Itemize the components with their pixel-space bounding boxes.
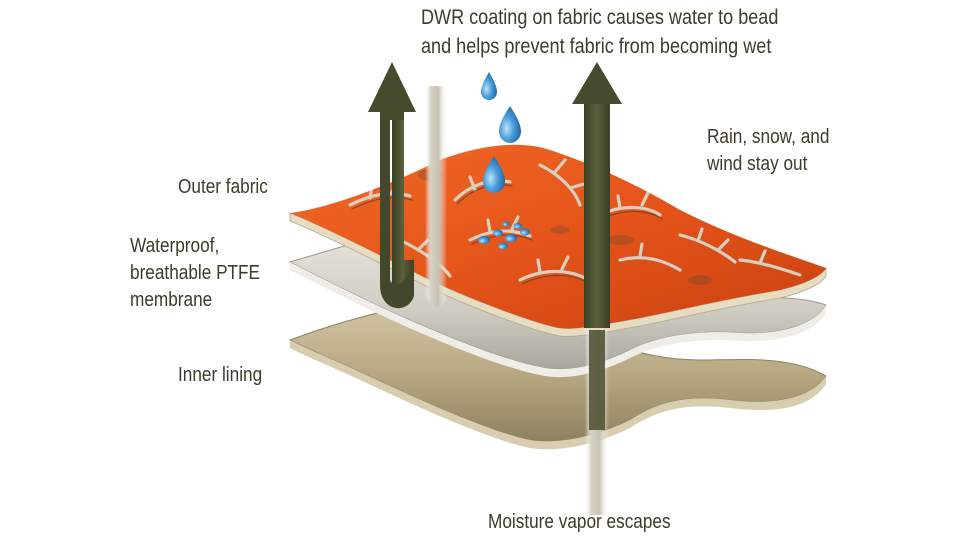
dwr-coating-label: DWR coating on fabric causes water to be… <box>421 3 778 61</box>
vapor-arrow-icon <box>392 112 414 303</box>
water-drop-icon <box>481 72 497 100</box>
water-drop-icon <box>499 106 521 143</box>
antler-camo-pattern <box>348 158 802 285</box>
membrane-edge <box>290 262 826 378</box>
vapor-arrow-right-shaft <box>584 100 610 328</box>
moisture-vapor-label: Moisture vapor escapes <box>488 511 671 533</box>
outer-fabric-label: Outer fabric <box>178 176 268 198</box>
vapor-arrow-left-body <box>380 110 414 309</box>
outer-fabric-layer <box>290 144 826 329</box>
dwr-label-line-1: DWR coating on fabric causes water to be… <box>421 6 779 29</box>
vapor-arrow-left-head <box>368 62 416 120</box>
inner-lining-edge <box>290 340 826 450</box>
rain-snow-wind-label: Rain, snow, and wind stay out <box>707 124 829 178</box>
membrane-label-line-1: Waterproof, <box>130 235 220 257</box>
vapor-arrow-right-lower <box>589 330 605 430</box>
vapor-arrow-icon <box>572 62 622 104</box>
membrane-label-line-3: membrane <box>130 289 213 311</box>
membrane-label: Waterproof, breathable PTFE membrane <box>130 233 260 314</box>
water-drop-icon <box>483 156 505 193</box>
inner-lining-label: Inner lining <box>178 364 263 386</box>
rain-label-line-2: wind stay out <box>707 153 808 175</box>
vapor-column-left <box>425 86 447 307</box>
membrane-label-line-2: breathable PTFE <box>130 262 261 284</box>
rain-label-line-1: Rain, snow, and <box>707 126 830 148</box>
beaded-water <box>478 221 530 250</box>
water-drops <box>478 72 530 250</box>
dwr-label-line-2: and helps prevent fabric from becoming w… <box>421 35 772 58</box>
